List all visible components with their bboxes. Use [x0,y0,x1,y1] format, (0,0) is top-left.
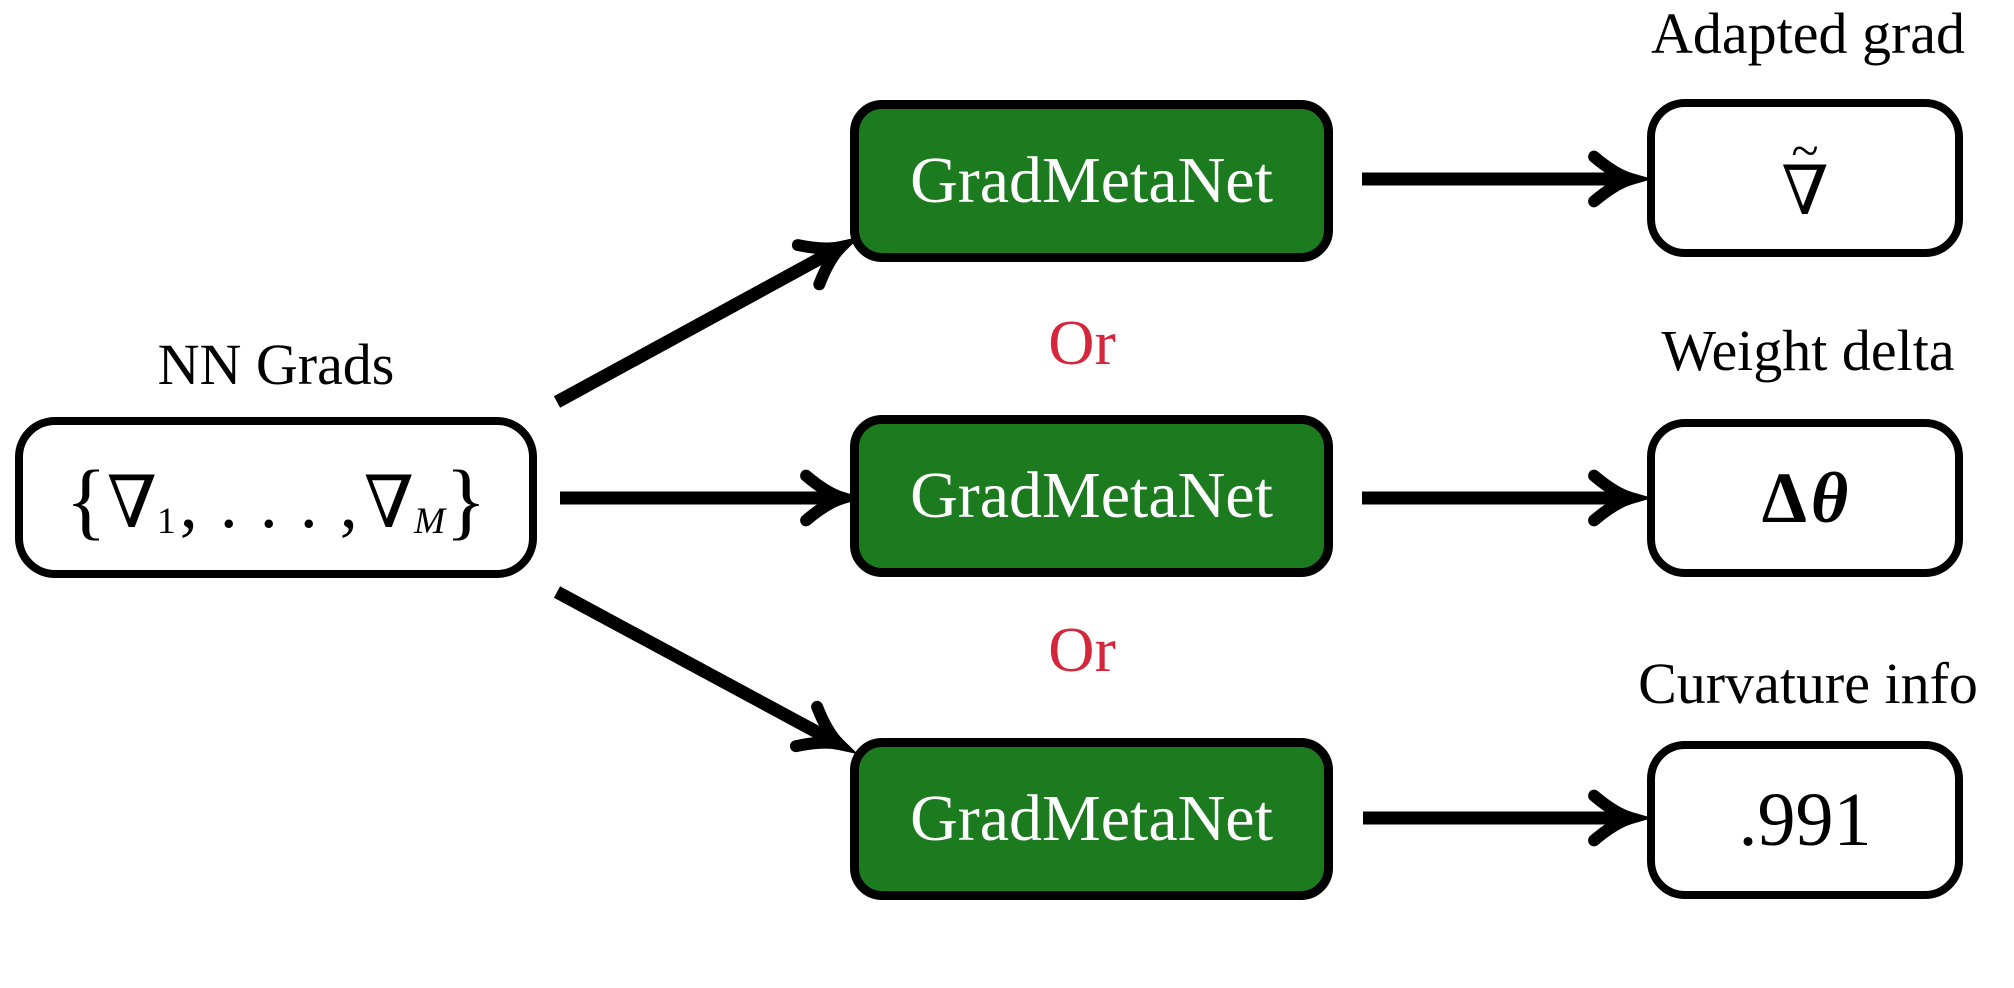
close-brace: } [445,451,487,548]
nabla-last: ∇ [363,462,415,543]
output-box-adapted-grad: ~ ∇ [1647,99,1963,257]
curvature-value: .991 [1738,778,1872,862]
gradmetanet-label: GradMetaNet [910,144,1273,217]
gradmetanet-box-middle: GradMetaNet [850,415,1333,577]
open-brace: { [65,451,107,548]
gradmetanet-box-top: GradMetaNet [850,100,1333,262]
gradmetanet-label: GradMetaNet [910,782,1273,855]
subscript-one: 1 [157,500,176,542]
nabla-symbol: ∇ [1781,152,1829,229]
arrow-input-to-top [553,236,860,408]
grads-set-formula: {∇1, . . . ,∇M} [65,455,486,543]
tilde-nabla-symbol: ~ ∇ [1781,125,1829,229]
theta-symbol: θ [1810,458,1849,538]
or-label-upper: Or [1048,307,1116,378]
output-label-weight-delta: Weight delta [1661,318,1955,383]
nabla-first: ∇ [106,462,158,543]
delta-theta-symbol: Δθ [1762,462,1849,534]
output-label-curvature-info: Curvature info [1638,651,1978,716]
delta-symbol: Δ [1761,458,1807,538]
input-label: NN Grads [157,332,395,397]
output-label-adapted-grad: Adapted grad [1650,1,1966,66]
output-box-weight-delta: Δθ [1647,419,1963,577]
output-box-curvature-info: .991 [1647,741,1963,899]
or-label-lower: Or [1048,614,1116,685]
ellipsis: , . . . , [179,462,360,543]
gradmetanet-label: GradMetaNet [910,459,1273,532]
gradmetanet-box-bottom: GradMetaNet [850,738,1333,900]
input-grads-box: {∇1, . . . ,∇M} [15,417,537,578]
subscript-m: M [414,500,446,542]
arrow-input-to-bottom [553,586,858,755]
